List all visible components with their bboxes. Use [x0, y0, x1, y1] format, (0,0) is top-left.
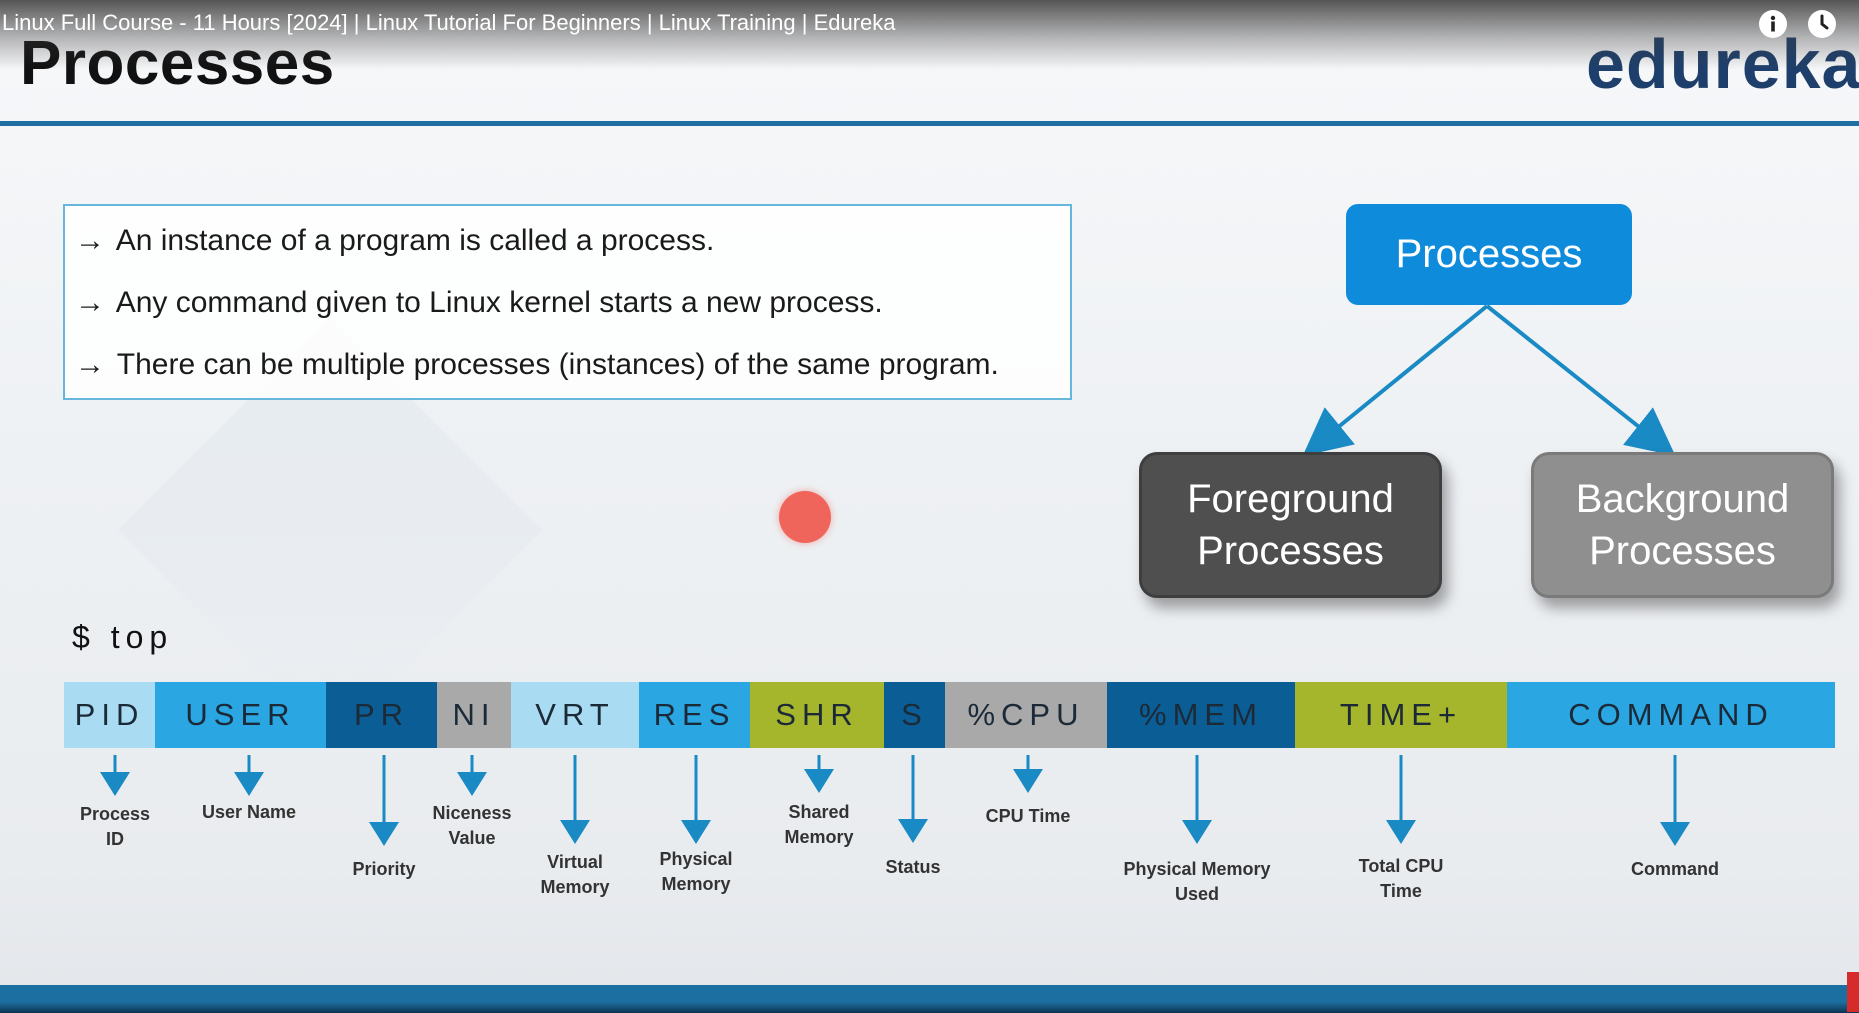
- header-cell-pid: PID: [64, 682, 155, 748]
- top-command: $ top: [72, 619, 174, 655]
- field-label-user: User Name: [201, 802, 297, 822]
- field-label-pr: Priority: [352, 859, 416, 879]
- header-cell-vrt: VRT: [511, 682, 639, 748]
- bullet-item: → An instance of a program is called a p…: [75, 224, 714, 258]
- header-cell-s: S: [884, 682, 945, 748]
- clock-icon[interactable]: [1808, 10, 1836, 38]
- title-divider: [0, 121, 1859, 126]
- bullet-item: → There can be multiple processes (insta…: [75, 348, 999, 382]
- video-title[interactable]: Linux Full Course - 11 Hours [2024] | Li…: [2, 10, 896, 35]
- header-cell-shr: SHR: [750, 682, 884, 748]
- connector-background: [1485, 304, 1676, 456]
- field-label-cpu: CPU Time: [985, 806, 1071, 826]
- header-cell-ni: NI: [437, 682, 511, 748]
- corner-badge: [1847, 972, 1859, 1012]
- header-cell-mem: %MEM: [1107, 682, 1295, 748]
- bullet-item: → Any command given to Linux kernel star…: [75, 286, 883, 320]
- header-cell-pr: PR: [326, 682, 437, 748]
- arrow-icon: →: [75, 224, 105, 257]
- header-cell-cpu: %CPU: [945, 682, 1107, 748]
- info-icon[interactable]: [1759, 10, 1787, 38]
- header-cell-time: TIME+: [1295, 682, 1507, 748]
- bullet-text: There can be multiple processes (instanc…: [116, 348, 999, 381]
- arrow-icon: →: [75, 286, 105, 319]
- laser-pointer-dot: [779, 491, 831, 543]
- header-cell-res: RES: [639, 682, 750, 748]
- top-header-bar: PID USER PR NI VRT RES SHR S %CPU %MEM T…: [64, 682, 1835, 748]
- field-label-command: Command: [1630, 859, 1719, 879]
- field-label-s: Status: [885, 857, 941, 877]
- diagram-root-processes: Processes: [1346, 204, 1632, 305]
- arrow-icon: →: [75, 348, 105, 381]
- header-cell-command: COMMAND: [1507, 682, 1835, 748]
- bullet-text: Any command given to Linux kernel starts…: [115, 286, 883, 319]
- slide-footer-bar: [0, 985, 1859, 1013]
- video-title-overlay: [0, 0, 1859, 70]
- header-cell-user: USER: [155, 682, 326, 748]
- connector-foreground: [1302, 304, 1489, 457]
- bullet-text: An instance of a program is called a pro…: [115, 224, 715, 257]
- definition-box: → An instance of a program is called a p…: [63, 204, 1072, 400]
